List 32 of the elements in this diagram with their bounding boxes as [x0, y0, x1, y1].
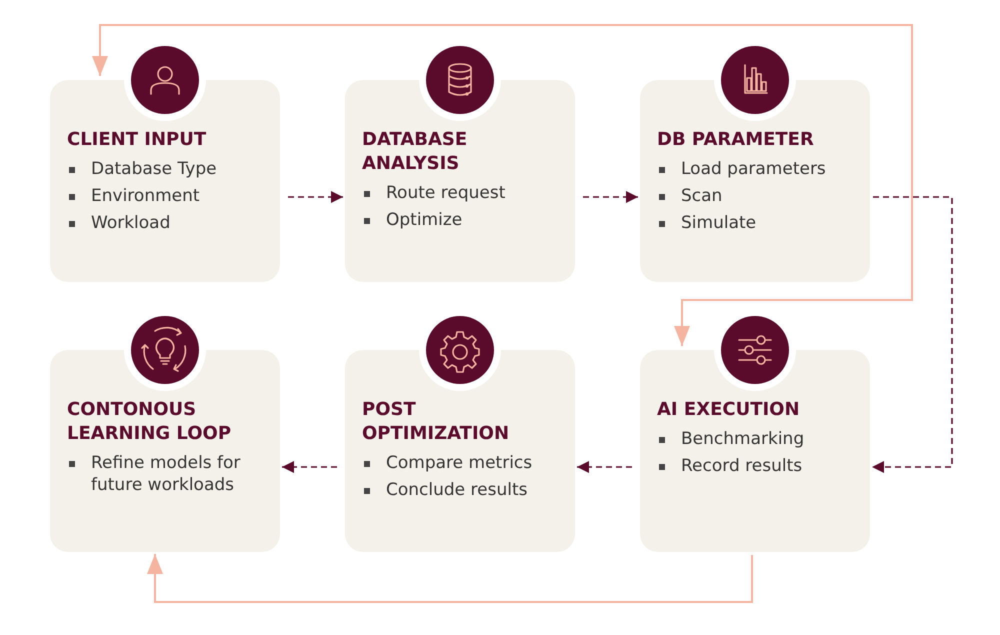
bullet-item: Database Type: [67, 158, 270, 180]
bullet-item: Record results: [657, 455, 860, 477]
arrow: [147, 554, 753, 603]
bullet-item: Route request: [362, 182, 565, 204]
bullet-item: Load parameters: [657, 158, 860, 180]
arrow: [872, 196, 953, 473]
bullet-item: Benchmarking: [657, 428, 860, 450]
step-card: [345, 80, 575, 282]
bullet-item: Simulate: [657, 212, 860, 234]
step-card: [640, 80, 870, 282]
arrow: [288, 191, 343, 203]
bullet-item: Conclude results: [362, 479, 565, 501]
step-card: [50, 350, 280, 552]
arrow: [282, 461, 337, 473]
step-heading: AI EXECUTION: [657, 398, 801, 422]
step-heading: CONTONOUS LEARNING LOOP: [67, 398, 232, 446]
step-card: [50, 80, 280, 282]
step-card: [345, 350, 575, 552]
bullet-item: Optimize: [362, 209, 565, 231]
step-heading: CLIENT INPUT: [67, 128, 208, 152]
step-heading: POST OPTIMIZATION: [362, 398, 510, 446]
arrow: [583, 191, 638, 203]
bullet-item: Scan: [657, 185, 860, 207]
bullet-item: Compare metrics: [362, 452, 565, 474]
step-heading: DATABASE ANALYSIS: [362, 128, 468, 176]
bullet-item: Workload: [67, 212, 270, 234]
bullet-item: Refine models for future workloads: [67, 452, 270, 496]
arrow: [92, 24, 913, 346]
bullet-item: Environment: [67, 185, 270, 207]
step-heading: DB PARAMETER: [657, 128, 815, 152]
arrow: [577, 461, 632, 473]
step-card: [640, 350, 870, 552]
